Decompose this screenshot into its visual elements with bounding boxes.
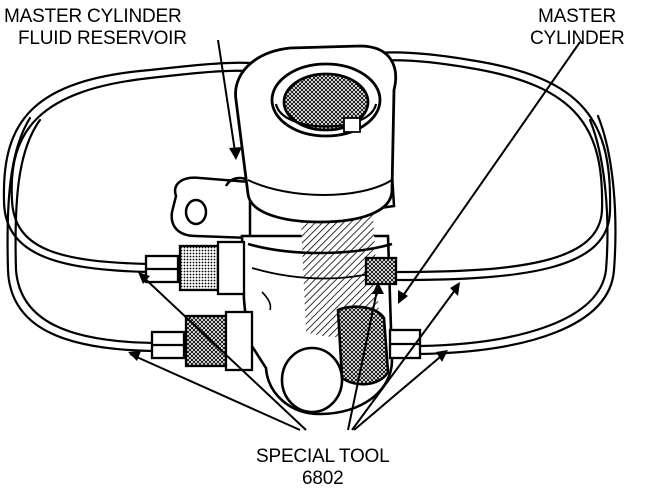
- tube-left-lower-outer: [14, 118, 158, 345]
- leader-tool-4: [353, 351, 447, 431]
- leader-cylinder: [399, 41, 581, 301]
- tube-left-upper-inner: [2, 61, 302, 274]
- leader-tool-3: [347, 285, 379, 431]
- label-reservoir-line1: MASTER CYLINDER: [4, 6, 182, 27]
- leader-tool-1: [129, 353, 301, 431]
- leader-tool-5: [351, 285, 459, 431]
- tube-left-upper-outer: [10, 69, 298, 266]
- tube-right-lower-outer: [418, 118, 609, 348]
- tube-right-lower-inner: [418, 114, 617, 356]
- label-cylinder-line2: CYLINDER: [530, 28, 625, 49]
- leader-lines: [129, 39, 581, 431]
- tube-left-lower-inner: [6, 116, 158, 353]
- leader-tool-2: [139, 273, 307, 431]
- cylinder-body: [240, 200, 394, 416]
- tube-right-upper-inner: [320, 51, 612, 282]
- fluid-reservoir: [234, 44, 397, 224]
- label-reservoir-line2: FLUID RESERVOIR: [18, 28, 187, 49]
- leader-reservoir: [217, 39, 237, 159]
- fitting-left-upper: [144, 240, 246, 296]
- fitting-right-upper: [364, 256, 398, 286]
- label-tool-line2: 6802: [302, 468, 344, 489]
- label-cylinder-line1: MASTER: [538, 6, 616, 27]
- label-tool-line1: SPECIAL TOOL: [256, 446, 390, 467]
- fitting-left-lower: [150, 310, 254, 372]
